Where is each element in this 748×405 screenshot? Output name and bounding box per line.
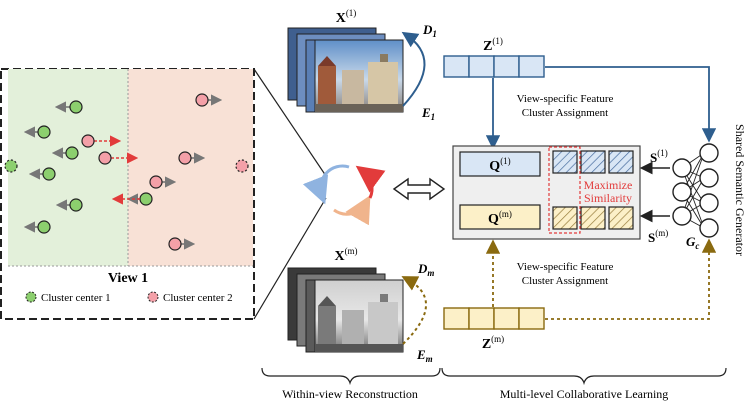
bottom-z-to-generator-arrow	[545, 238, 717, 320]
top-decoder-label: D1	[422, 22, 437, 39]
bottom-assign-line2: Cluster Assignment	[522, 275, 608, 287]
green-points	[4, 100, 153, 234]
generator-node	[699, 168, 719, 188]
generator-side-label: Shared Semantic Generator	[733, 124, 747, 256]
green-point	[42, 167, 56, 181]
legend-label: Cluster center 1	[41, 292, 111, 304]
q-top-label: Q(1)	[489, 156, 510, 174]
generator-node	[672, 182, 692, 202]
bracket-left-label: Within-view Reconstruction	[282, 387, 418, 401]
generator-node	[699, 218, 719, 238]
bottom-latent-vector	[443, 307, 545, 330]
pink-cluster-center	[235, 159, 249, 173]
bottom-encoder-label: Em	[416, 347, 433, 364]
green-point	[65, 146, 79, 160]
s-bottom-label: S(m)	[648, 228, 668, 245]
legend: Cluster center 1 Cluster center 2	[25, 291, 233, 304]
green-point	[69, 100, 83, 114]
top-x-label: X(1)	[336, 8, 357, 26]
top-latent-vector	[443, 55, 545, 78]
legend-swatch-pink	[147, 291, 159, 303]
bottom-reconstruction-arc	[401, 276, 427, 345]
generator-node	[699, 193, 719, 213]
green-point	[37, 125, 51, 139]
pink-point	[149, 175, 163, 189]
pink-point	[81, 134, 95, 148]
generator-node	[699, 143, 719, 163]
top-image-stack	[287, 27, 404, 113]
top-reconstruction-arc	[401, 31, 426, 107]
pink-points	[81, 93, 249, 251]
pink-point	[168, 237, 182, 251]
legend-swatch-green	[25, 291, 37, 303]
maximize-line2: Similarity	[584, 191, 632, 205]
cycle-icon	[302, 164, 386, 226]
green-cluster-center	[4, 159, 18, 173]
bracket-right-label: Multi-level Collaborative Learning	[500, 387, 669, 401]
green-point	[139, 192, 153, 206]
pink-point	[195, 93, 209, 107]
s-top-label: S(1)	[650, 148, 668, 165]
q-bottom-box	[459, 204, 541, 230]
generator-node	[672, 206, 692, 226]
pink-point	[178, 151, 192, 165]
bottom-image-stack	[287, 267, 404, 353]
generator-label: Gc	[686, 234, 699, 251]
top-assign-line1: View-specific Feature	[517, 93, 614, 105]
pink-point	[98, 151, 112, 165]
bottom-x-label: X(m)	[334, 246, 357, 264]
generator-node	[672, 158, 692, 178]
bottom-assign-line1: View-specific Feature	[517, 261, 614, 273]
maximize-line1: Maximize	[584, 178, 633, 192]
green-point	[37, 220, 51, 234]
q-bottom-label: Q(m)	[488, 209, 512, 227]
zoom-line-bottom	[253, 197, 327, 320]
bottom-z-label: Z(m)	[482, 334, 504, 352]
double-arrow-icon	[392, 177, 446, 201]
bottom-decoder-label: Dm	[417, 261, 434, 278]
top-encoder-label: E1	[421, 105, 435, 122]
top-z-to-generator-arrow	[545, 66, 717, 143]
green-region	[8, 69, 128, 266]
legend-label: Cluster center 2	[163, 292, 233, 304]
green-point	[69, 198, 83, 212]
generator-network	[672, 143, 719, 238]
q-box: Q(1) Q(m) Maximize Similarity	[452, 145, 641, 240]
bracket-right	[441, 367, 727, 386]
similarity-highlight	[548, 146, 581, 234]
q-top-box	[459, 151, 541, 177]
view-panel-title: View 1	[108, 271, 148, 286]
pink-region	[128, 69, 253, 266]
bracket-left	[261, 367, 441, 386]
zoom-line-top	[253, 68, 327, 177]
top-assign-line2: Cluster Assignment	[522, 107, 608, 119]
top-z-label: Z(1)	[483, 36, 503, 54]
view-panel: View 1 Cluster center 1 Cluster center 2	[0, 68, 255, 320]
